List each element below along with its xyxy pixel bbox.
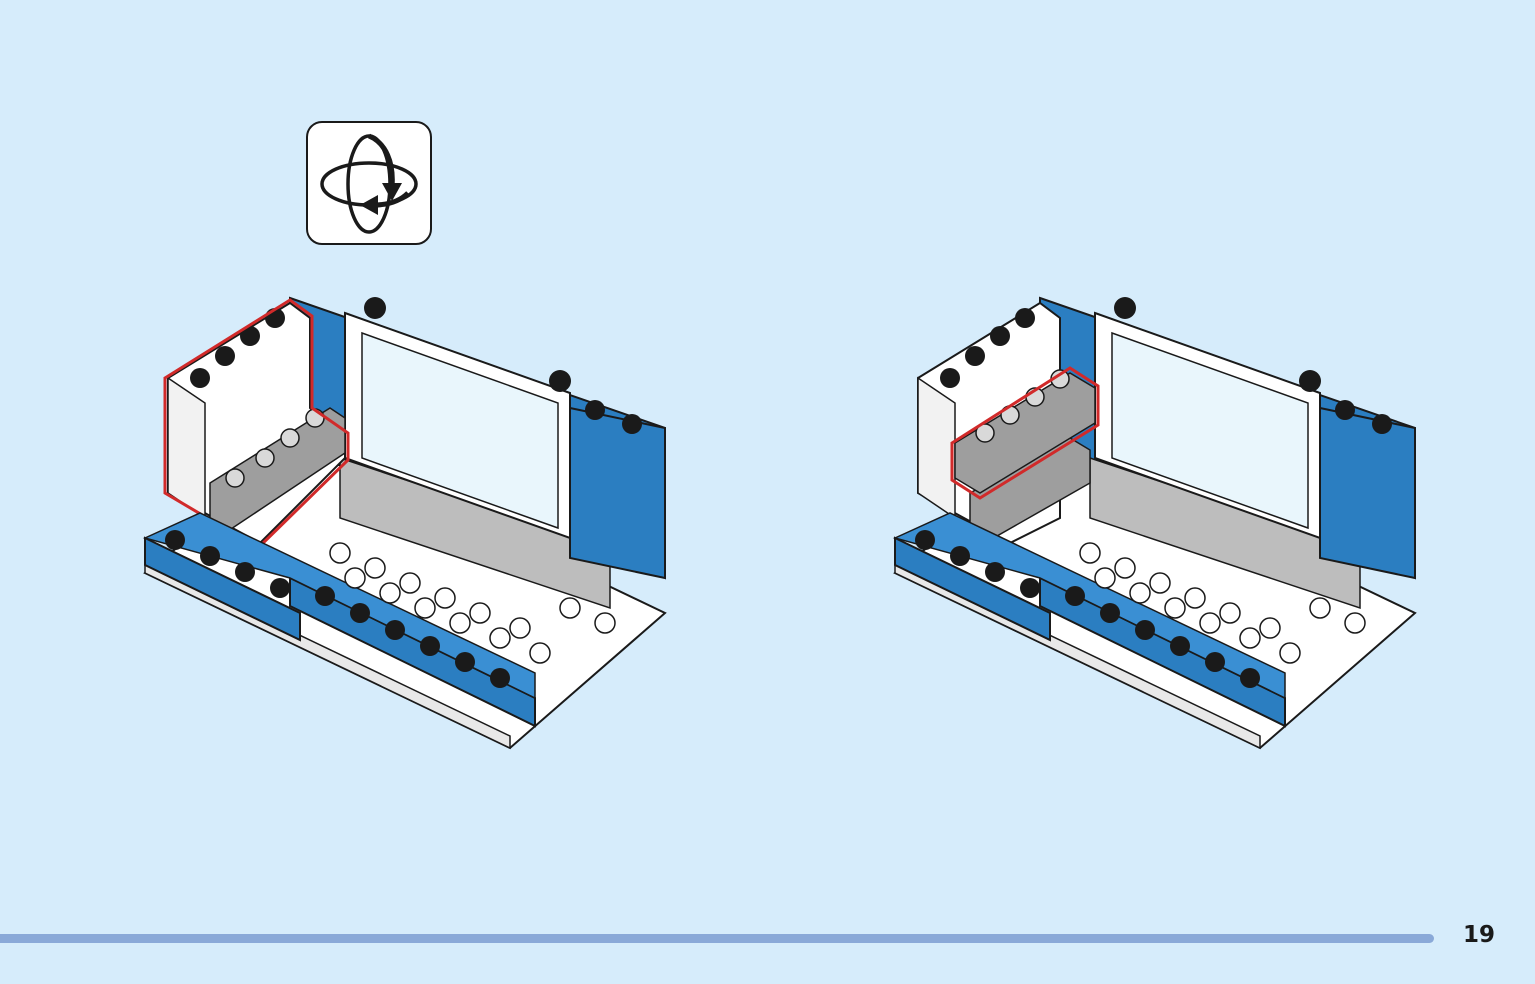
page-progress-bar xyxy=(0,934,1434,943)
build-step-model-left xyxy=(142,296,667,750)
page-number: 19 xyxy=(1462,922,1495,948)
build-step-model-right xyxy=(892,296,1417,750)
rotate-model-icon xyxy=(306,121,432,245)
